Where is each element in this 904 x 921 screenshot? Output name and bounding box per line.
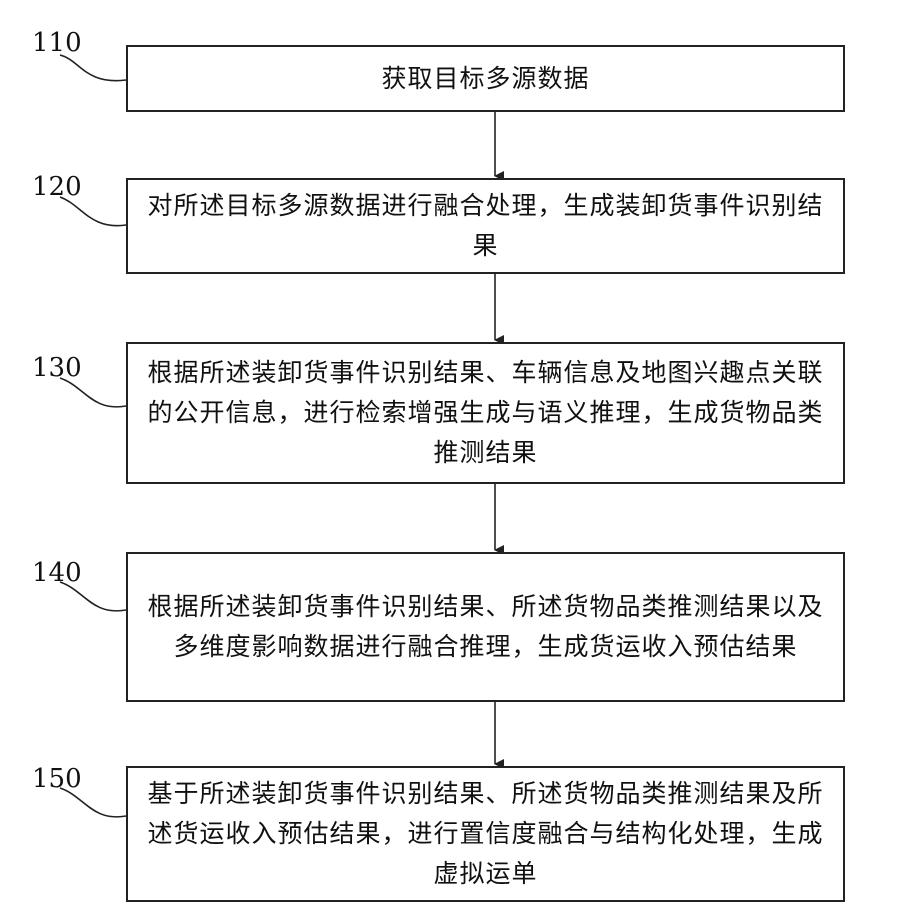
step-label-150: 150 <box>32 766 82 792</box>
step-text-110: 获取目标多源数据 <box>381 59 589 99</box>
step-label-130: 130 <box>32 355 82 381</box>
step-box-120: 对所述目标多源数据进行融合处理，生成装卸货事件识别结果 <box>126 178 845 274</box>
leader-line-110 <box>60 55 126 81</box>
step-text-150: 基于所述装卸货事件识别结果、所述货物品类推测结果及所述货运收入预估结果，进行置信… <box>142 774 829 894</box>
step-text-120: 对所述目标多源数据进行融合处理，生成装卸货事件识别结果 <box>142 186 829 266</box>
step-label-140: 140 <box>32 560 82 586</box>
step-box-140: 根据所述装卸货事件识别结果、所述货物品类推测结果以及多维度影响数据进行融合推理，… <box>126 552 845 702</box>
step-label-110: 110 <box>32 30 82 56</box>
step-text-140: 根据所述装卸货事件识别结果、所述货物品类推测结果以及多维度影响数据进行融合推理，… <box>142 587 829 667</box>
step-box-150: 基于所述装卸货事件识别结果、所述货物品类推测结果及所述货运收入预估结果，进行置信… <box>126 766 845 902</box>
step-text-130: 根据所述装卸货事件识别结果、车辆信息及地图兴趣点关联的公开信息，进行检索增强生成… <box>142 353 829 473</box>
step-box-110: 获取目标多源数据 <box>126 45 845 112</box>
step-box-130: 根据所述装卸货事件识别结果、车辆信息及地图兴趣点关联的公开信息，进行检索增强生成… <box>126 342 845 484</box>
step-label-120: 120 <box>32 174 82 200</box>
